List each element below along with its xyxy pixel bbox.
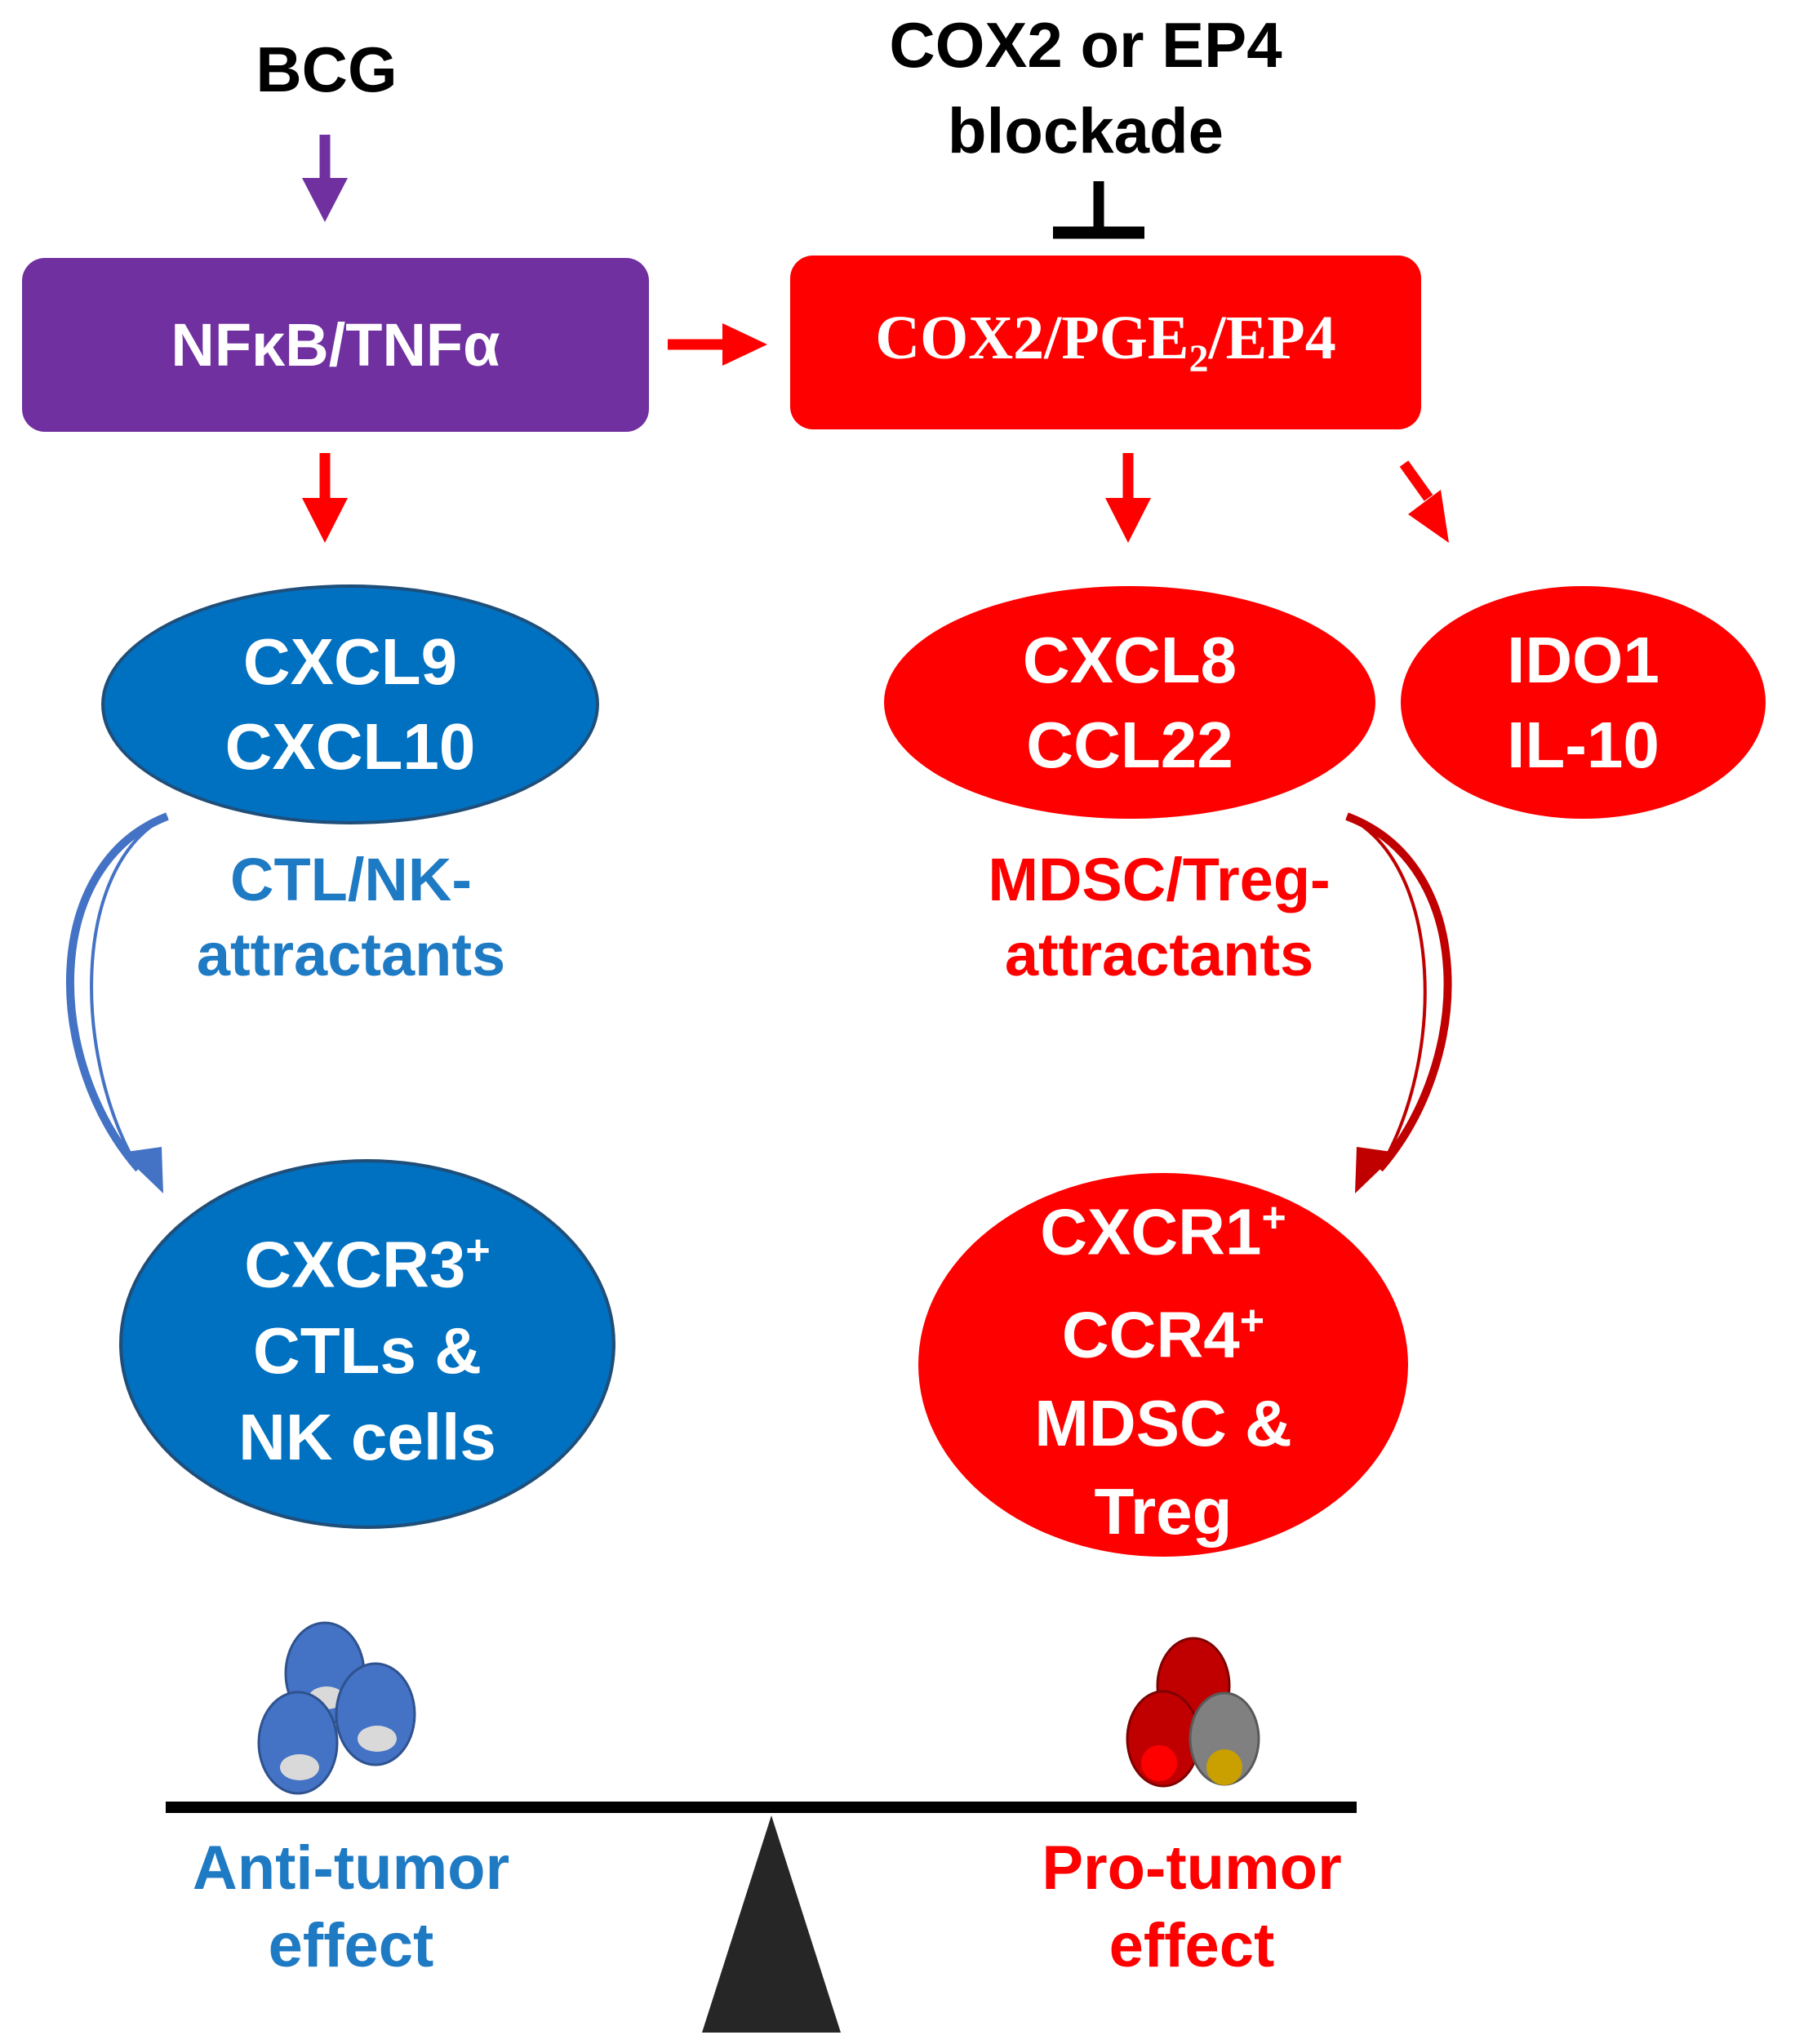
immune-cells-icon: [257, 1621, 416, 1795]
cox-down-arrow: [1105, 453, 1151, 543]
cxcr1-ccr4-mdsc-treg-ellipse: CXCR1+ CCR4+ MDSC & Treg: [918, 1173, 1408, 1557]
nfkb-tnfa-label: NFκB/TNFα: [171, 311, 500, 379]
cxcl9-label: CXCL9: [242, 625, 458, 698]
cxcl9-cxcl10-ellipse: CXCL9 CXCL10: [101, 584, 599, 824]
pro-tumor-label-line2: effect: [1109, 1911, 1275, 1980]
cxcl8-label: CXCL8: [1022, 623, 1237, 696]
cox-label-part1: COX2/PGE: [875, 304, 1189, 373]
cox-label-part2: /EP4: [1208, 304, 1336, 373]
nfkb-tnfa-box: NFκB/TNFα: [22, 258, 649, 432]
cox2-pge2-ep4-label: COX2/PGE2/EP4: [875, 303, 1335, 381]
cox-label-subscript: 2: [1189, 337, 1209, 381]
ccr4-text: CCR4: [1061, 1298, 1240, 1371]
suppressor-cells-icon: [1126, 1637, 1260, 1788]
mdsc-treg-attractants-line2: attractants: [1004, 921, 1314, 989]
cxcr3-label: CXCR3+: [244, 1207, 491, 1309]
ctl-nk-attractants-line1: CTL/NK-: [230, 846, 472, 913]
ido1-il10-ellipse: IDO1 IL-10: [1401, 586, 1766, 819]
treg-label: Treg: [1094, 1474, 1233, 1548]
pro-tumor-label-line1: Pro-tumor: [1042, 1833, 1342, 1903]
cox2-pge2-ep4-box: COX2/PGE2/EP4: [790, 256, 1421, 429]
cxcr3-plus: +: [465, 1226, 491, 1274]
ctl-nk-attractants-line2: attractants: [196, 921, 506, 989]
bcg-arrow: [302, 135, 348, 222]
il10-label: IL-10: [1507, 708, 1659, 781]
inhibition-bar: [1053, 181, 1144, 239]
ido1-label: IDO1: [1507, 623, 1659, 696]
bcg-label: BCG: [255, 33, 398, 105]
cxcr1-plus: +: [1261, 1194, 1286, 1242]
nfkb-down-arrow: [302, 453, 348, 543]
blockade-label-line1: COX2 or EP4: [889, 9, 1282, 81]
anti-tumor-label-line1: Anti-tumor: [192, 1833, 510, 1903]
anti-tumor-label-line2: effect: [268, 1911, 434, 1980]
nk-cells-label: NK cells: [238, 1401, 496, 1474]
ctls-label: CTLs &: [253, 1314, 482, 1388]
cxcl10-label: CXCL10: [224, 710, 476, 783]
blockade-label-line2: blockade: [947, 95, 1224, 167]
cxcl8-ccl22-ellipse: CXCL8 CCL22: [884, 586, 1375, 819]
cxcr3-ctl-nk-ellipse: CXCR3+ CTLs & NK cells: [119, 1159, 615, 1529]
ccr4-label: CCR4+: [1062, 1277, 1264, 1380]
cox-diagonal-arrow: [1399, 460, 1449, 543]
blue-curved-arrow: [65, 812, 169, 1193]
ccl22-label: CCL22: [1026, 708, 1233, 781]
cxcr1-text: CXCR1: [1040, 1196, 1262, 1269]
balance-fulcrum: [702, 1815, 841, 2033]
mdsc-treg-attractants-line1: MDSC/Treg-: [988, 846, 1331, 913]
nfkb-to-cox-arrow: [668, 323, 767, 366]
cxcr3-text: CXCR3: [244, 1228, 466, 1301]
cxcr1-label: CXCR1+: [1040, 1174, 1286, 1277]
mdsc-label: MDSC &: [1034, 1386, 1292, 1460]
red-curved-arrow: [1345, 812, 1452, 1193]
ccr4-plus: +: [1239, 1297, 1265, 1344]
